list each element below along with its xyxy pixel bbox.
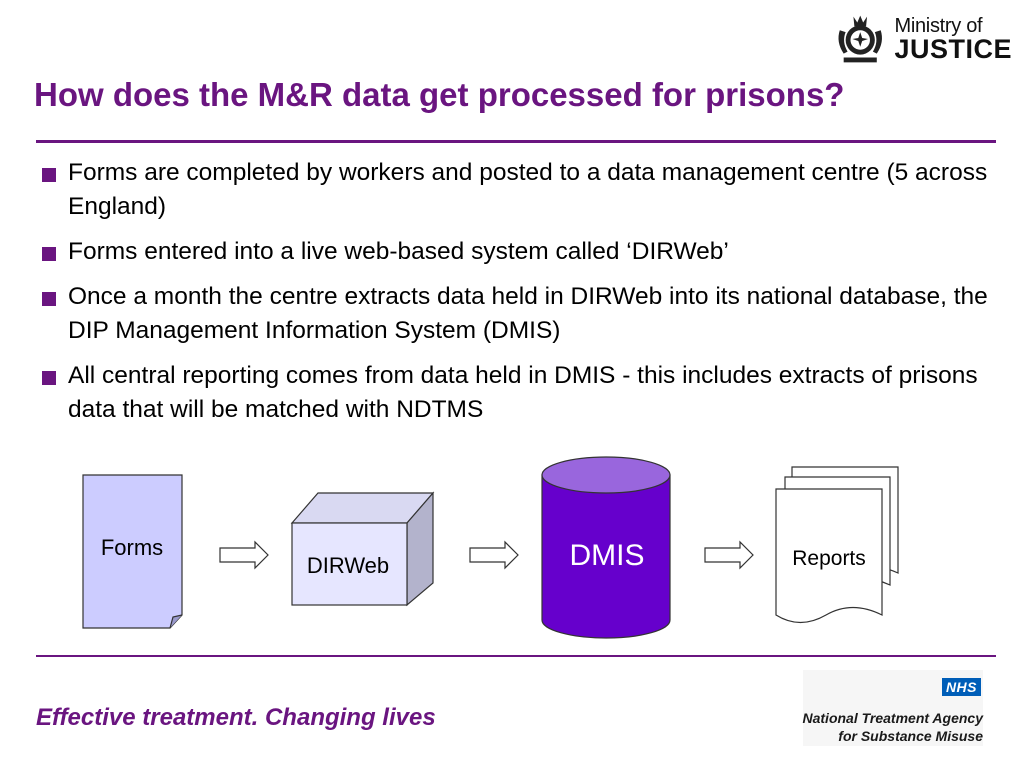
process-flow-diagram: Forms DIRWeb DMIS Reports <box>0 455 1024 655</box>
nta-logo: NHS National Treatment Agency for Substa… <box>803 670 983 746</box>
bullet-square-icon <box>42 247 56 261</box>
org-name: Ministry of JUSTICE <box>894 16 1012 63</box>
arrow-dmis-to-reports <box>704 540 754 570</box>
footer-divider <box>36 655 996 657</box>
bullet-list: Forms are completed by workers and poste… <box>40 156 1000 438</box>
dirweb-cube-front <box>291 522 408 606</box>
arrow-dirweb-to-dmis <box>469 540 519 570</box>
dmis-cylinder-top <box>541 456 671 494</box>
dmis-label: DMIS <box>569 539 645 572</box>
bullet-square-icon <box>42 168 56 182</box>
footer-tagline: Effective treatment. Changing lives <box>36 704 436 731</box>
agency-name-line2: for Substance Misuse <box>838 728 983 744</box>
royal-crest-icon <box>838 15 882 63</box>
bullet-text: Once a month the centre extracts data he… <box>68 283 988 344</box>
bullet-item: Forms entered into a live web-based syst… <box>40 235 1000 269</box>
forms-label: Forms <box>100 535 164 560</box>
forms-fold-corner <box>169 614 183 629</box>
dirweb-label: DIRWeb <box>306 553 390 578</box>
bullet-item: Once a month the centre extracts data he… <box>40 280 1000 348</box>
diagram-shapes <box>82 456 899 639</box>
title-divider <box>36 140 996 143</box>
bullet-square-icon <box>42 371 56 385</box>
arrow-forms-to-dirweb <box>219 540 269 570</box>
agency-name-line1: National Treatment Agency <box>802 710 984 726</box>
reports-page-front <box>775 488 883 624</box>
page-title: How does the M&R data get processed for … <box>34 76 845 113</box>
bullet-item: Forms are completed by workers and poste… <box>40 156 1000 224</box>
bullet-item: All central reporting comes from data he… <box>40 359 1000 427</box>
bullet-text: Forms are completed by workers and poste… <box>68 159 988 220</box>
dmis-cylinder-body <box>541 474 671 639</box>
org-name-line2: JUSTICE <box>894 33 1012 64</box>
bullet-text: All central reporting comes from data he… <box>68 362 978 423</box>
nhs-badge: NHS <box>941 678 981 696</box>
bullet-text: Forms entered into a live web-based syst… <box>68 238 729 265</box>
org-name-line1: Ministry of <box>894 14 983 37</box>
reports-label: Reports <box>792 547 866 570</box>
bullet-square-icon <box>42 292 56 306</box>
ministry-of-justice-logo: Ministry of JUSTICE <box>832 8 1012 70</box>
